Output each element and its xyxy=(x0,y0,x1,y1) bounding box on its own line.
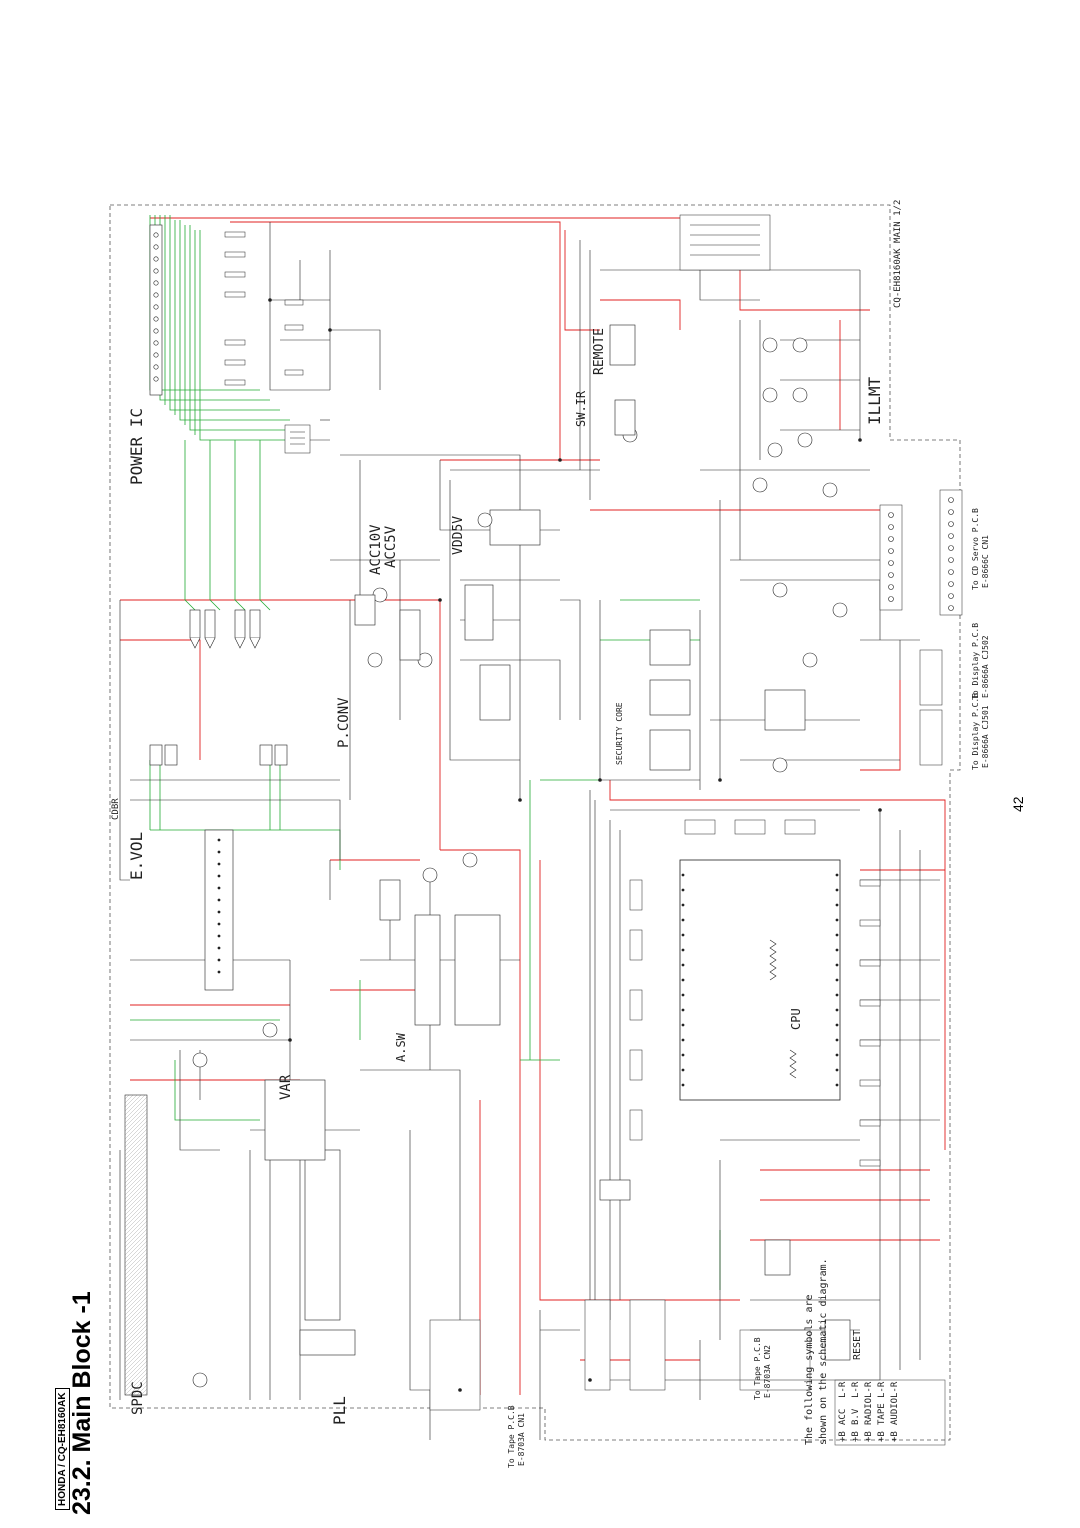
power-ic-pins xyxy=(149,224,163,396)
block-label-cpu: CPU xyxy=(789,1008,803,1030)
legend-code: +B xyxy=(864,1431,874,1442)
connector-ref-display-2: E-8666A CJ501 xyxy=(981,705,990,768)
schematic-frame xyxy=(109,204,961,1441)
evol-ic xyxy=(149,744,288,991)
junction-dots xyxy=(268,298,882,1392)
block-label-acc10v: ACC10V xyxy=(368,524,384,575)
security-ics xyxy=(649,582,848,773)
block-label-remote: REMOTE xyxy=(592,328,607,375)
cd-servo-connector xyxy=(879,489,963,616)
pll-ic xyxy=(299,1149,356,1356)
legend-channel: L-R xyxy=(864,1381,874,1398)
legend-code: +B xyxy=(838,1431,848,1442)
illmt-transistors xyxy=(752,337,838,498)
top-connector xyxy=(679,214,771,271)
cd-servo-pins xyxy=(888,497,954,611)
connector-ref-cd-servo: E-8666C CN1 xyxy=(981,535,990,588)
green-traces xyxy=(130,215,721,1290)
block-label-evol: E.VOL xyxy=(127,832,146,880)
legend-label: B.V xyxy=(851,1408,861,1425)
legend-items: +B ACC L-R +B B.V L-R +B RADIO L-R +B TA… xyxy=(838,1381,900,1442)
legend-code: +B xyxy=(851,1431,861,1442)
block-label-reset: RESET xyxy=(852,1330,863,1360)
legend-code: +B xyxy=(890,1431,900,1442)
legend-channel: L-R xyxy=(838,1381,848,1398)
page-number: 42 xyxy=(1010,796,1026,812)
evol-pin-dots xyxy=(217,838,221,974)
connector-label-cd-servo: To CD Servo P.C.B xyxy=(971,508,980,590)
legend-label: ACC xyxy=(838,1409,848,1425)
connector-ref-tape-mech: E-8703A CN2 xyxy=(763,1345,772,1398)
block-label-pll: PLL xyxy=(330,1396,349,1425)
legend-intro-1: The following symbols are xyxy=(804,1294,815,1445)
legend-channel: L-R xyxy=(851,1381,861,1398)
block-label-illmt: ILLMT xyxy=(865,376,884,425)
block-label-power-ic: POWER IC xyxy=(127,408,146,485)
section-title: 23.2. Main Block -1 xyxy=(68,1291,96,1515)
block-label-cdbr: CDBR xyxy=(111,798,121,820)
block-label-acc5v: ACC5V xyxy=(383,525,399,568)
block-label-pconv: P.CONV xyxy=(336,697,352,748)
pconv-area xyxy=(354,587,433,668)
crystal-oscillator xyxy=(769,939,797,1079)
legend-label: AUDIO xyxy=(890,1398,900,1425)
power-ic-components xyxy=(224,231,311,454)
tape-connector xyxy=(429,1299,666,1411)
legend-channel: L-R xyxy=(890,1381,900,1398)
legend-channel: L-R xyxy=(877,1381,887,1398)
regulator-ics xyxy=(464,427,638,721)
legend-code: +B xyxy=(877,1431,887,1442)
block-label-var: VAR xyxy=(278,1074,294,1100)
connector-label-tape-mech: To Tape P.C.B xyxy=(753,1337,762,1400)
connector-ref-tape: E-8703A CN1 xyxy=(517,1413,526,1466)
cpu-pin-dots xyxy=(681,873,839,1087)
legend-box xyxy=(739,1329,946,1446)
board-label: CQ-EH8160AK MAIN 1/2 xyxy=(893,200,903,308)
display-connectors xyxy=(919,649,943,766)
main-connector xyxy=(124,1094,148,1396)
cpu-resistor-banks xyxy=(629,819,881,1167)
block-label-vdd5v: VDD5V xyxy=(451,516,466,555)
reset-ic xyxy=(599,1179,851,1361)
legend-label: RADIO xyxy=(864,1398,874,1425)
legend-intro-2: shown on the schematic diagram. xyxy=(818,1258,829,1445)
block-label-swir: SW.IR xyxy=(574,390,588,427)
asw-ic xyxy=(379,852,501,1026)
power-output-arrows xyxy=(189,609,261,649)
connector-label-tape: To Tape P.C.B xyxy=(507,1405,516,1468)
cpu-ic xyxy=(679,859,841,1101)
block-label-spdc: SPDC xyxy=(130,1381,146,1415)
remote-block xyxy=(609,324,636,436)
legend-label: TAPE xyxy=(877,1403,887,1425)
tuner-block xyxy=(192,1022,326,1388)
red-traces xyxy=(120,217,946,1395)
block-label-security: SECURITY CORE xyxy=(615,702,624,765)
connector-label-display-1: To Display P.C.B xyxy=(971,623,980,700)
connector-ref-display-1: E-8666A CJ502 xyxy=(981,635,990,698)
block-label-asw: A.SW xyxy=(394,1032,408,1062)
connector-label-display-2: To Display P.C.B xyxy=(971,693,980,770)
